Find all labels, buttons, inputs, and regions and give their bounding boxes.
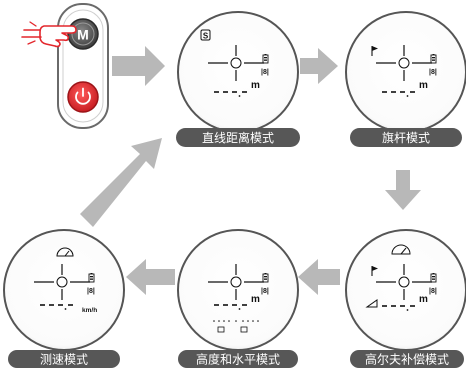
signal-mark: |8|	[429, 69, 437, 76]
power-button[interactable]	[67, 81, 99, 113]
m-button[interactable]: M	[67, 18, 99, 50]
caption-golf: 高尔夫补偿模式	[350, 350, 464, 368]
pressing-hand-icon	[21, 21, 77, 48]
lens-flag: |8| m	[345, 11, 466, 133]
caption-straight-label: 直线距离模式	[202, 130, 274, 145]
arrow-speed-to-straight	[80, 138, 162, 227]
small-dot-rows	[213, 320, 259, 322]
arrow-flag-to-golf	[385, 170, 421, 210]
arrow-golf-to-height	[298, 259, 340, 295]
signal-mark: |8|	[261, 288, 269, 295]
caption-straight: 直线距离模式	[176, 128, 300, 147]
height-mode-icons	[217, 326, 248, 333]
arrow-straight-to-flag	[300, 48, 338, 84]
caption-speed: 测速模式	[8, 350, 120, 368]
unit-m: m	[251, 80, 260, 91]
caption-height: 高度和水平模式	[178, 350, 298, 368]
unit-m: m	[251, 294, 260, 305]
signal-mark: |8|	[429, 288, 437, 295]
signal-mark: |8|	[261, 69, 269, 76]
caption-speed-label: 测速模式	[40, 353, 88, 367]
unit-kmh: km/h	[82, 307, 97, 314]
lens-straight: S |8| m	[177, 11, 299, 133]
m-button-label: M	[77, 27, 89, 43]
lens-speed: |8| km/h	[3, 229, 125, 351]
speedometer-icon	[56, 247, 74, 257]
arrow-height-to-speed	[126, 259, 175, 295]
power-icon	[75, 87, 91, 105]
lens-height: |8| m	[177, 229, 299, 351]
lens-golf: |8| m	[345, 229, 466, 351]
caption-height-label: 高度和水平模式	[196, 352, 280, 367]
s-icon-label: S	[203, 32, 209, 41]
caption-golf-label: 高尔夫补偿模式	[365, 352, 449, 367]
unit-m: m	[419, 80, 428, 91]
flow-arrows	[80, 46, 421, 295]
caption-flag-label: 旗杆模式	[382, 130, 430, 145]
caption-flag: 旗杆模式	[350, 128, 462, 147]
arrow-device-to-straight	[112, 46, 165, 86]
slope-triangle-icon	[365, 299, 378, 308]
s-icon: S	[200, 29, 211, 41]
unit-m: m	[419, 294, 428, 305]
signal-mark: |8|	[87, 288, 95, 295]
rangefinder-device: M	[21, 3, 109, 129]
slope-gauge-icon	[391, 244, 411, 255]
